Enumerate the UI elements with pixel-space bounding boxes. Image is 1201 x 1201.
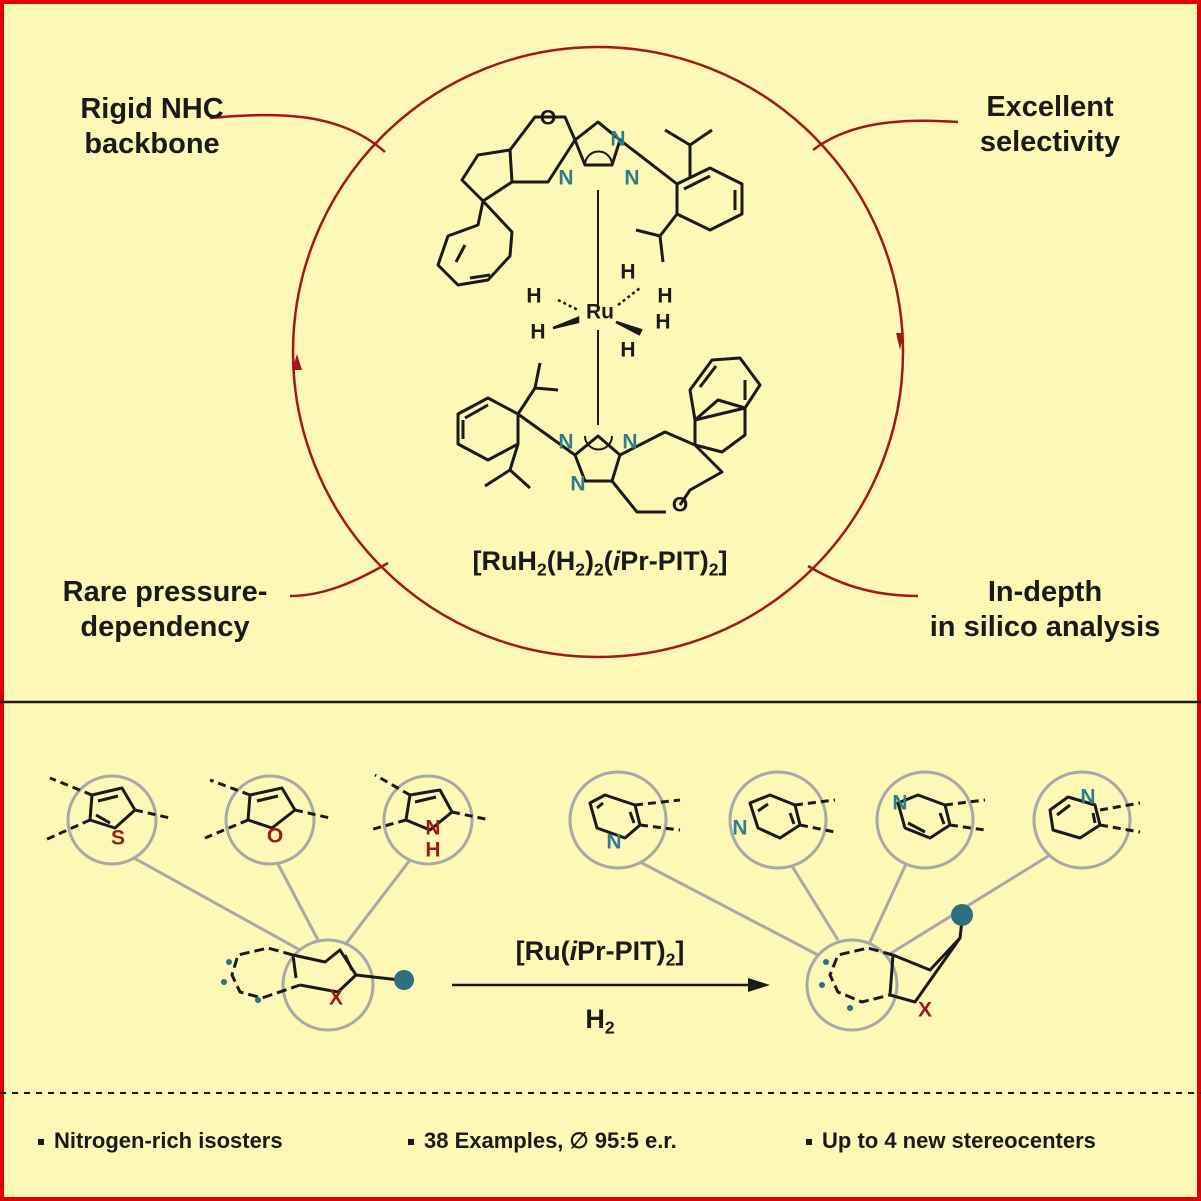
bullet-icon <box>408 1139 414 1146</box>
atom-h-6: H <box>620 338 636 362</box>
atom-nh-h: H <box>425 838 441 862</box>
atom-h-2: H <box>530 320 546 344</box>
arrowhead-left <box>292 354 302 370</box>
feature-1: Nitrogen-rich isosters <box>38 1128 283 1154</box>
fusion-dots-reactant <box>221 959 261 1003</box>
atom-n-pyridine-3: N <box>892 791 908 815</box>
atom-x-product: X <box>917 998 933 1022</box>
bottom-nhc-ligand <box>456 356 762 514</box>
reagent-label: H2 <box>585 1004 615 1038</box>
complex-formula: [RuH2(H2)2(iPr-PIT)2] <box>472 546 728 580</box>
catalytic-cycle-arrow-icon <box>209 45 959 659</box>
atom-s: S <box>110 826 126 850</box>
reactant-structure <box>230 946 401 1000</box>
feature-3: Up to 4 new stereocenters <box>806 1128 1096 1154</box>
atom-o-furan: O <box>266 824 284 848</box>
label-pressure: Rare pressure-dependency <box>62 576 268 643</box>
substituent-dot-product <box>951 904 973 926</box>
substituent-dot-reactant <box>394 970 414 990</box>
feature-2: 38 Examples, ∅ 95:5 e.r. <box>408 1128 677 1154</box>
atom-ru: Ru <box>586 300 614 324</box>
atom-h-1: H <box>526 284 542 308</box>
reaction-arrow-icon <box>452 978 770 992</box>
atom-n-top-3: N <box>624 166 640 190</box>
fusion-dots-product <box>819 959 853 1011</box>
atom-h-5: H <box>655 310 671 334</box>
arrowhead-right <box>896 333 904 350</box>
atom-n-bottom-1: N <box>558 430 574 454</box>
atom-n-top-2: N <box>558 166 574 190</box>
atom-n-bottom-2: N <box>622 430 638 454</box>
bullet-icon <box>38 1139 44 1146</box>
atom-h-3: H <box>620 260 636 284</box>
substrate-circles <box>66 770 1132 1032</box>
atom-x-reactant: X <box>328 986 344 1010</box>
substrate-structures <box>44 773 1141 842</box>
atom-n-pyridine-4: N <box>1080 785 1096 809</box>
atom-o-top: O <box>539 106 557 130</box>
atom-nh-n: N <box>425 816 441 840</box>
top-nhc-ligand <box>436 115 744 307</box>
atom-n-bottom-3: N <box>570 472 586 496</box>
atom-n-top-1: N <box>610 127 626 151</box>
atom-o-bottom: O <box>671 493 689 517</box>
atom-n-pyridine-2: N <box>732 816 748 840</box>
ru-hydrides <box>552 287 643 425</box>
atom-h-4: H <box>657 284 673 308</box>
bullet-icon <box>806 1139 812 1146</box>
atom-n-pyridine-1: N <box>606 830 622 854</box>
catalyst-label: [Ru(iPr-PIT)2] <box>515 936 685 970</box>
